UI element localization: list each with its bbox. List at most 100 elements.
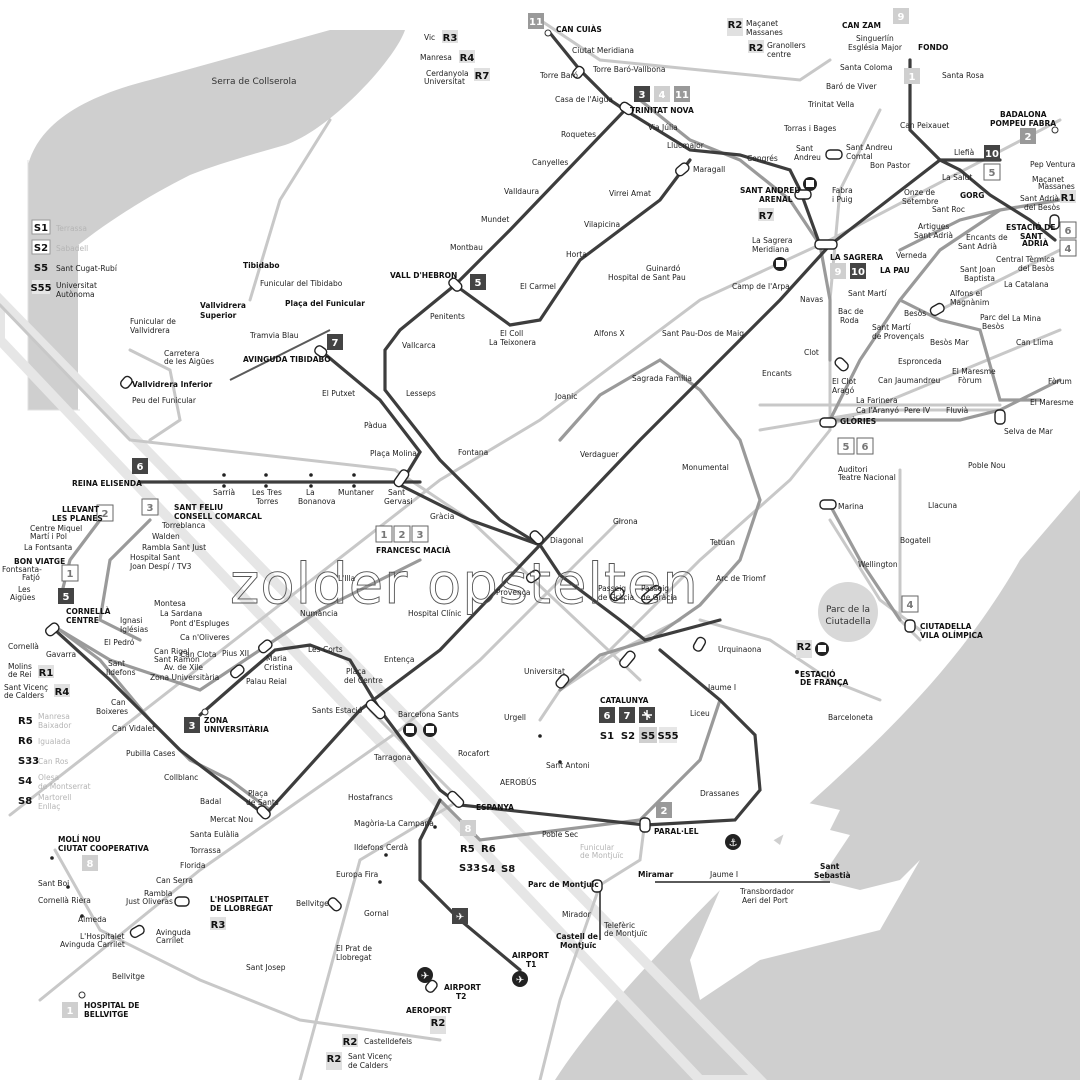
svg-text:Comtal: Comtal (846, 152, 873, 161)
svg-text:Urquinaona: Urquinaona (718, 645, 761, 654)
svg-text:Valldaura: Valldaura (504, 187, 539, 196)
svg-text:CATALUNYA: CATALUNYA (600, 696, 649, 705)
svg-text:Badal: Badal (200, 797, 221, 806)
svg-text:Sant: Sant (388, 488, 405, 497)
svg-text:Fontsanta-: Fontsanta- (2, 565, 42, 574)
svg-text:Can Peixauet: Can Peixauet (900, 121, 949, 130)
svg-text:de Montjuïc: de Montjuïc (580, 851, 624, 860)
svg-text:Aigües: Aigües (10, 593, 35, 602)
svg-text:Navas: Navas (800, 295, 823, 304)
svg-text:Auditori: Auditori (838, 465, 867, 474)
svg-text:Palau Reial: Palau Reial (246, 677, 287, 686)
svg-text:Manresa: Manresa (38, 712, 70, 721)
svg-text:Massanes: Massanes (746, 28, 783, 37)
svg-text:POMPEU FABRA: POMPEU FABRA (990, 119, 1056, 128)
svg-text:Fabra: Fabra (832, 186, 853, 195)
svg-text:Joanic: Joanic (554, 392, 577, 401)
svg-text:Entença: Entença (384, 655, 415, 664)
svg-text:Maria: Maria (266, 654, 287, 663)
svg-text:Just Oliveras: Just Oliveras (125, 897, 173, 906)
svg-text:REINA ELISENDA: REINA ELISENDA (72, 479, 142, 488)
svg-text:Sant Adrià: Sant Adrià (1020, 194, 1059, 203)
bus-icon (423, 723, 437, 737)
svg-text:Plaça del Funicular: Plaça del Funicular (285, 299, 365, 308)
hub-catalunya: CATALUNYA 6 7 S1 S2 S5 S55 (598, 696, 679, 743)
svg-text:Sant Vicenç: Sant Vicenç (4, 683, 48, 692)
svg-text:Gervasi: Gervasi (384, 497, 413, 506)
svg-text:Ca n'Oliveres: Ca n'Oliveres (180, 633, 230, 642)
svg-text:Montesa: Montesa (154, 599, 186, 608)
svg-text:Autònoma: Autònoma (56, 290, 95, 299)
svg-text:S33: S33 (18, 756, 39, 767)
svg-text:Passeig: Passeig (598, 584, 626, 593)
svg-text:S55: S55 (30, 283, 51, 294)
svg-text:Ildefons: Ildefons (106, 668, 136, 677)
svg-text:Ca l'Aranyó: Ca l'Aranyó (856, 406, 899, 415)
line-badges: 6 7 5 11 3 4 11 10 5 2 9 1 9 10 5 6 6 4 … (58, 8, 1077, 1018)
transport-icons: ⚓ ✈ ✈ ✈ (403, 177, 829, 987)
svg-text:S4: S4 (481, 864, 495, 875)
svg-text:Llucmajor: Llucmajor (667, 141, 705, 150)
svg-text:Meridiana: Meridiana (752, 245, 789, 254)
svg-text:Ildefons Cerdà: Ildefons Cerdà (354, 843, 408, 852)
svg-text:El Coll: El Coll (500, 329, 523, 338)
collserola-label: Serra de Collserola (211, 77, 296, 87)
svg-text:3: 3 (417, 530, 424, 541)
svg-text:Sant Pau-Dos de Maig: Sant Pau-Dos de Maig (662, 329, 744, 338)
svg-text:AEROPORT: AEROPORT (406, 1006, 452, 1015)
airplane-icon: ✈ (512, 971, 528, 987)
svg-text:AIRPORT: AIRPORT (444, 983, 482, 992)
svg-text:1: 1 (67, 1006, 74, 1017)
svg-text:Universitat: Universitat (424, 77, 465, 86)
svg-text:4: 4 (1065, 244, 1072, 255)
svg-text:Santa Coloma: Santa Coloma (840, 63, 892, 72)
rodalies-codes: R3 R4 R7 R2 R2 R7 R1 R1 R4 R3 R2 R2 R2 R… (38, 18, 1076, 1070)
svg-text:Sant: Sant (108, 659, 125, 668)
svg-text:Torras i Bages: Torras i Bages (783, 124, 836, 133)
svg-text:Enllaç: Enllaç (38, 802, 60, 811)
svg-text:S2: S2 (34, 243, 48, 254)
svg-text:Arc de Triomf: Arc de Triomf (716, 574, 766, 583)
svg-text:Fontana: Fontana (458, 448, 488, 457)
bus-icon (803, 177, 817, 191)
svg-text:Besòs Mar: Besòs Mar (930, 338, 970, 347)
svg-text:Llacuna: Llacuna (928, 501, 957, 510)
svg-text:Terrassa: Terrassa (55, 224, 87, 233)
svg-text:de Calders: de Calders (4, 691, 44, 700)
svg-text:R4: R4 (460, 53, 475, 64)
svg-text:Poble Sec: Poble Sec (542, 830, 578, 839)
svg-text:Sant Josep: Sant Josep (246, 963, 286, 972)
svg-text:Bon Pastor: Bon Pastor (870, 161, 911, 170)
svg-text:Av. de Xile: Av. de Xile (164, 663, 203, 672)
svg-text:1: 1 (909, 72, 916, 83)
svg-text:Cornellà Riera: Cornellà Riera (38, 896, 91, 905)
svg-text:CENTRE: CENTRE (66, 616, 99, 625)
svg-text:Onze de: Onze de (904, 188, 935, 197)
svg-text:MOLÍ NOU: MOLÍ NOU (58, 835, 101, 844)
svg-text:Vallvidrera Inferior: Vallvidrera Inferior (132, 380, 212, 389)
svg-text:Muntaner: Muntaner (338, 488, 375, 497)
svg-text:10: 10 (851, 267, 865, 278)
svg-text:Sants Estació: Sants Estació (312, 706, 363, 715)
svg-text:Encants de: Encants de (966, 233, 1008, 242)
svg-text:Selva de Mar: Selva de Mar (1004, 427, 1054, 436)
svg-text:Lesseps: Lesseps (406, 389, 436, 398)
sea-area (555, 490, 1080, 1080)
svg-text:Penitents: Penitents (430, 312, 465, 321)
svg-text:La Farinera: La Farinera (856, 396, 898, 405)
svg-text:Barceloneta: Barceloneta (828, 713, 873, 722)
svg-text:Bac de: Bac de (838, 307, 864, 316)
svg-text:Barcelona Sants: Barcelona Sants (398, 710, 459, 719)
svg-text:Camp de l'Arpa: Camp de l'Arpa (732, 282, 790, 291)
svg-text:Torres: Torres (255, 497, 278, 506)
svg-text:R2: R2 (728, 20, 743, 31)
svg-text:Llefià: Llefià (954, 148, 974, 157)
svg-text:R1: R1 (39, 668, 54, 679)
svg-text:Vallvidrera: Vallvidrera (130, 326, 170, 335)
svg-text:Can Llima: Can Llima (1016, 338, 1053, 347)
svg-text:Parc del: Parc del (980, 313, 1010, 322)
svg-text:Collblanc: Collblanc (164, 773, 198, 782)
svg-text:Walden: Walden (152, 532, 180, 541)
svg-text:Avinguda Carrilet: Avinguda Carrilet (60, 940, 125, 949)
svg-text:Teatre Nacional: Teatre Nacional (837, 473, 896, 482)
